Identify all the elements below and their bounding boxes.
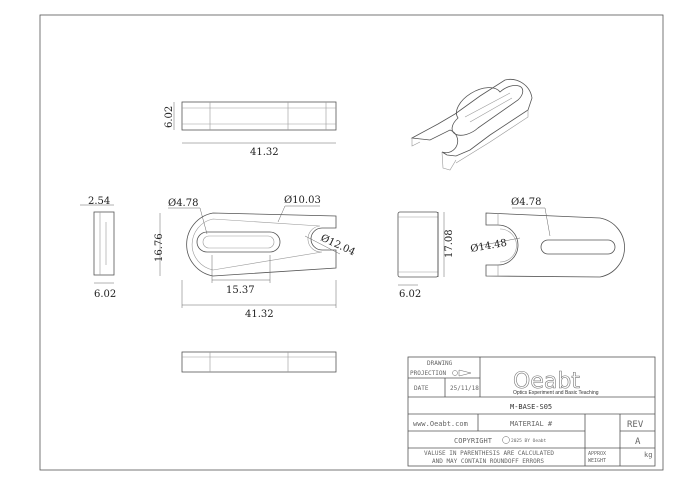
sheet-border: [39, 14, 664, 471]
dim-length: 41.32: [250, 147, 279, 158]
part-number: M-BASE-S05: [510, 403, 552, 411]
projection-symbol-icon: [452, 369, 472, 377]
title-block: DRAWING PROJECTION DATE 25/11/18 Oeabt O…: [407, 356, 656, 467]
dim-thickness: 6.02: [399, 289, 421, 300]
dim-thickness: 6.02: [94, 289, 116, 300]
copyright-note: 2025 BY Oeabt: [511, 438, 547, 444]
dim-length: 41.32: [245, 309, 274, 320]
note-line-2: AND MAY CONTAIN ROUNDOFF ERRORS: [432, 458, 544, 465]
copyright-label: COPYRIGHT: [454, 437, 493, 445]
drawing-label: DRAWING: [427, 360, 453, 367]
dim-slot-length: 15.37: [226, 285, 255, 296]
note-line-1: VALUSE IN PARENTHESIS ARE CALCULATED: [424, 450, 554, 457]
weight-unit: kg: [644, 451, 652, 459]
left-view: 2.54 6.02: [80, 196, 116, 300]
isometric-view: [410, 79, 533, 171]
dim-height: 17.08: [444, 229, 455, 258]
right-side-view: 17.08 6.02: [397, 211, 455, 300]
right-plan-view: Ø4.78 Ø14.48: [470, 197, 625, 278]
approx-label: APPROX: [588, 451, 606, 457]
weight-label: WEIGHT: [588, 458, 606, 464]
logo-tagline: Optics Experiment and Basic Teaching: [513, 390, 599, 396]
dim-thickness: 6.02: [164, 106, 175, 128]
date-value: 25/11/18: [450, 385, 479, 392]
dim-notch-dia: Ø12.04: [319, 233, 357, 259]
dim-step: 2.54: [88, 196, 110, 207]
rev-value: A: [635, 437, 641, 447]
date-label: DATE: [414, 385, 429, 392]
rev-label: REV: [627, 420, 644, 430]
copyright-icon: [502, 436, 510, 444]
dim-slot-dia: Ø4.78: [168, 198, 198, 209]
dim-height: 16.76: [154, 233, 165, 262]
dim-slot-dia: Ø4.78: [511, 197, 541, 208]
company-logo: Oeabt: [513, 369, 580, 394]
dim-notch-dia: Ø14.48: [470, 238, 508, 255]
dim-neck-dia: Ø10.03: [284, 195, 321, 206]
website: www.Oeabt.com: [413, 420, 468, 428]
top-view: 41.32 6.02: [164, 101, 337, 158]
bottom-view: [181, 351, 337, 373]
front-view: Ø4.78 Ø10.03 Ø12.04 16.76 15.37 41.32: [154, 195, 357, 320]
projection-label: PROJECTION: [410, 370, 447, 377]
material-label: MATERIAL #: [510, 420, 553, 428]
